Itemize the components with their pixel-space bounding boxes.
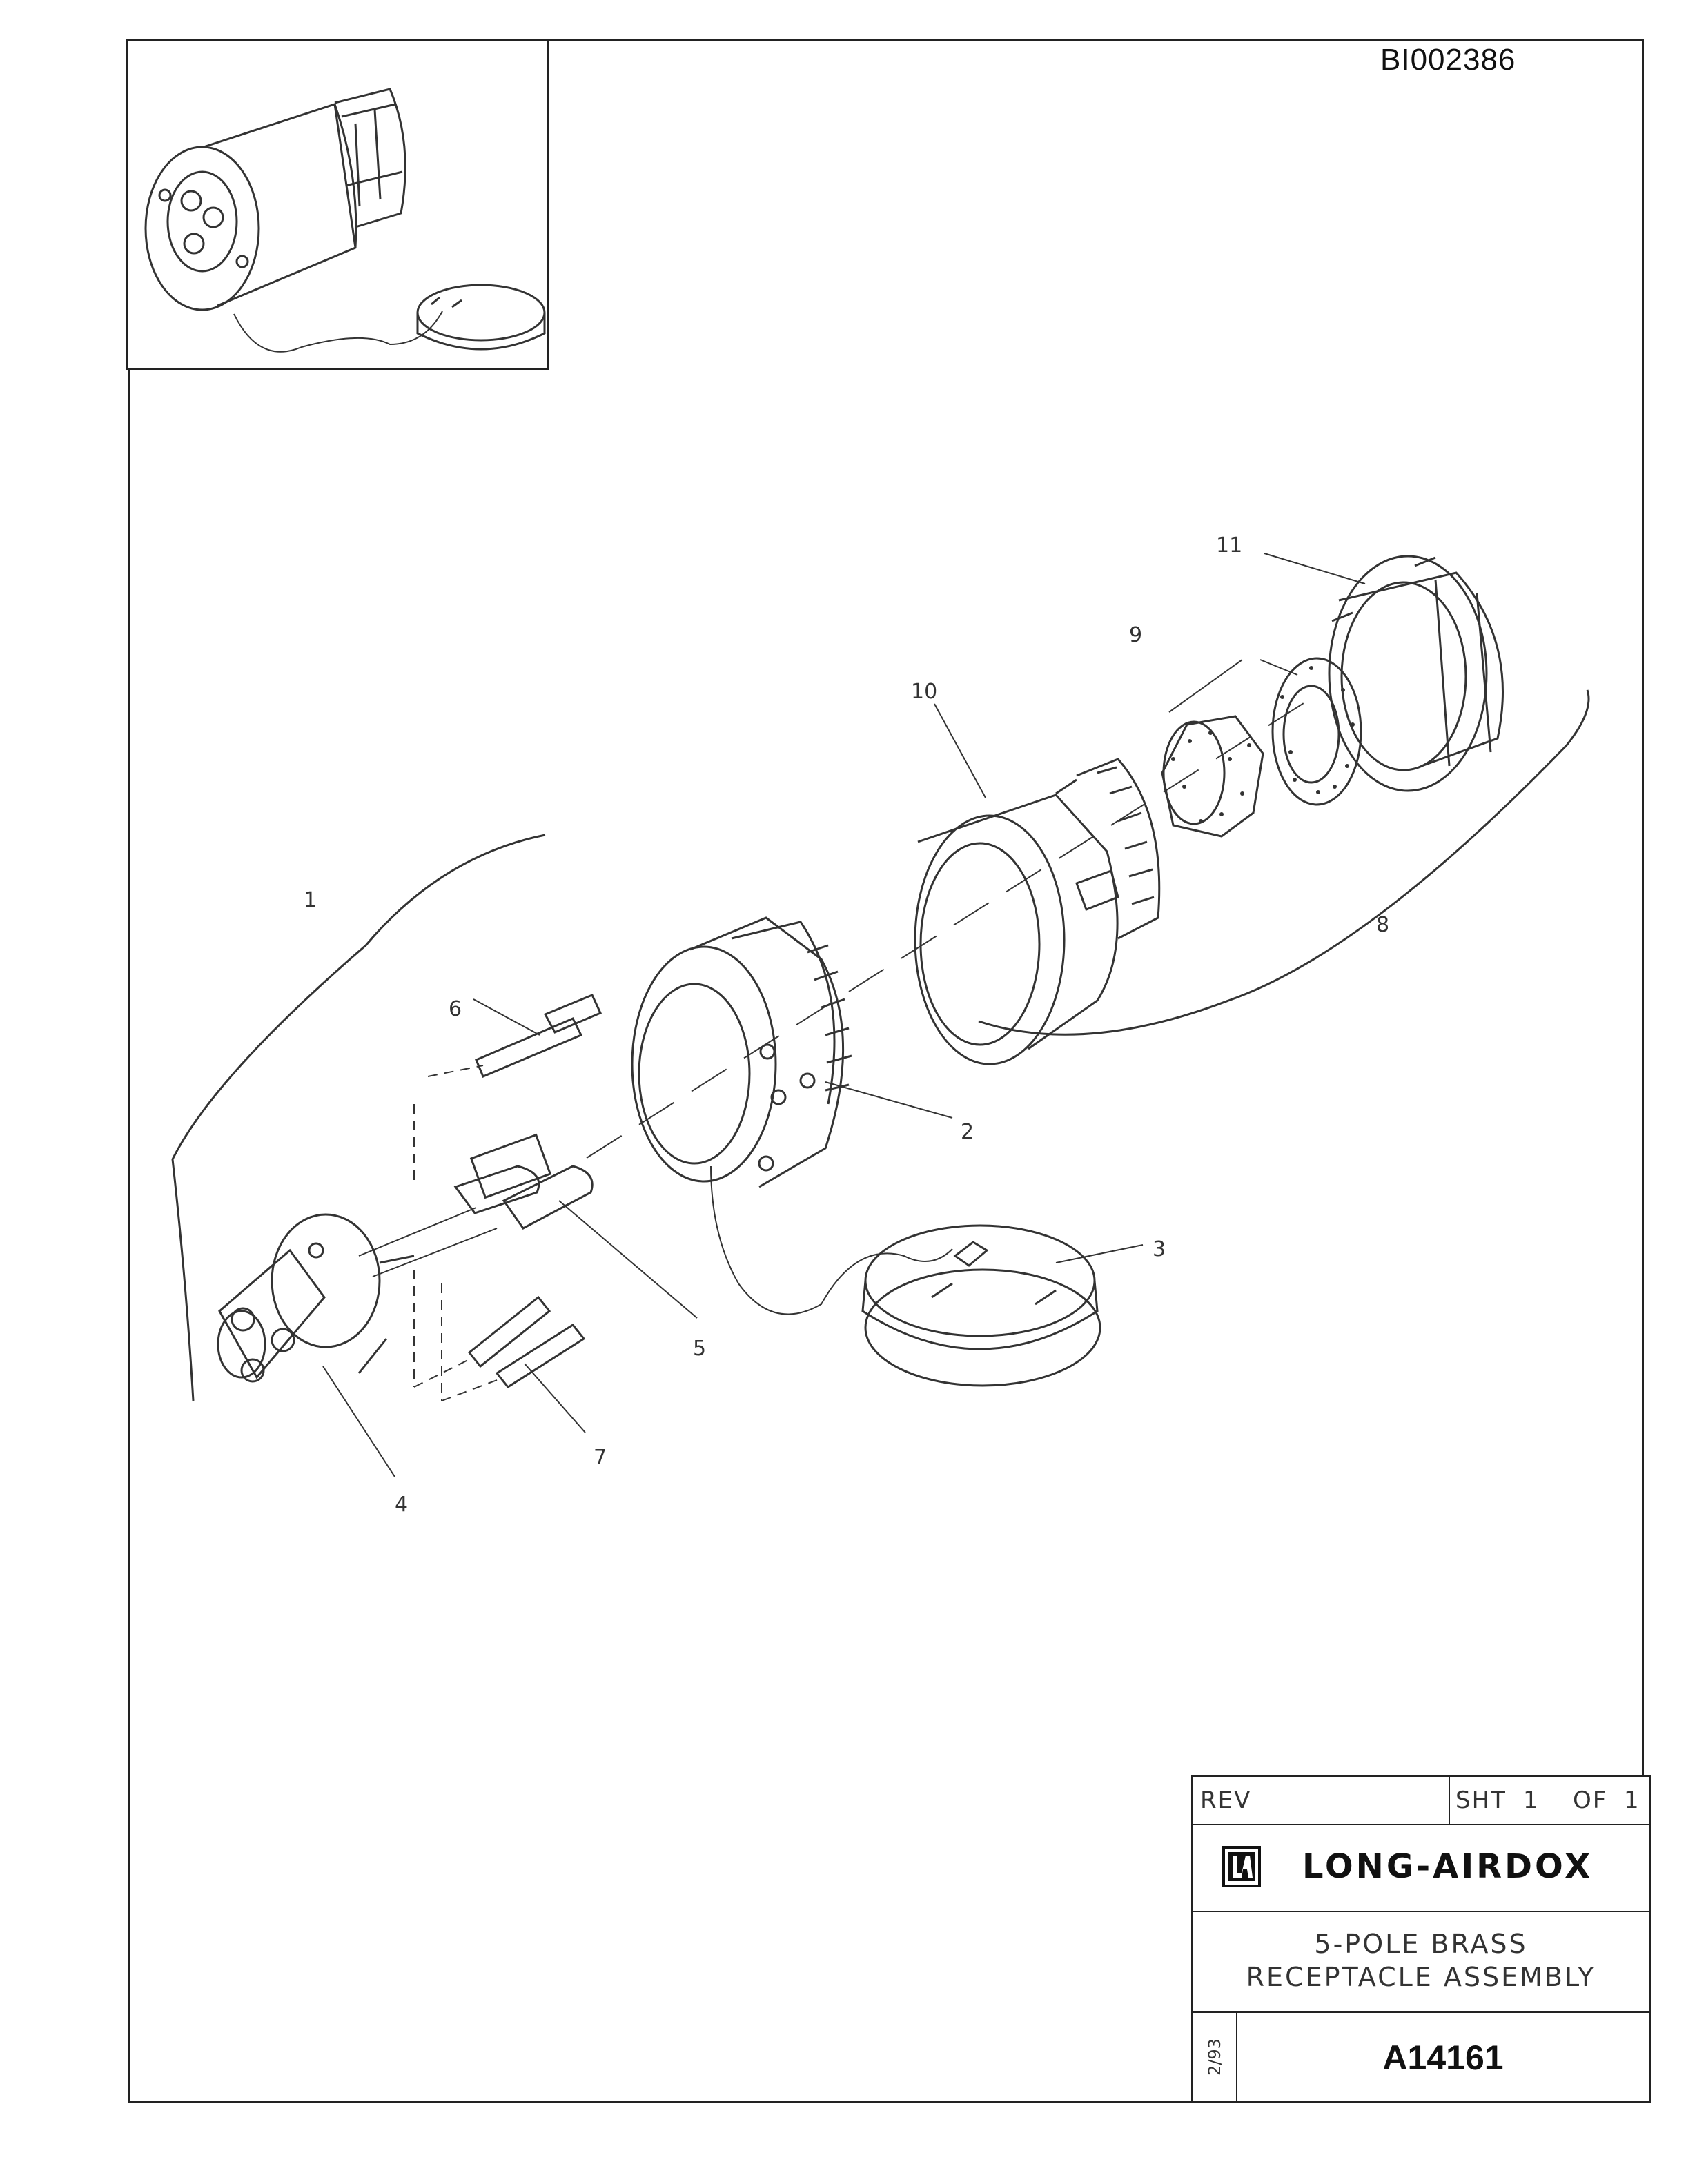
company-name: LONG-AIRDOX bbox=[1302, 1847, 1594, 1886]
grommet-texture bbox=[1171, 666, 1355, 823]
title-block-rev-row: REV SHT 1 OF 1 bbox=[1193, 1777, 1649, 1825]
drawing-frame bbox=[128, 39, 1644, 2103]
title-block-number-row: 2/93 A14161 bbox=[1193, 2013, 1649, 2101]
callout-3: 3 bbox=[1153, 1237, 1166, 1261]
callout-10: 10 bbox=[911, 680, 937, 704]
title-block: REV SHT 1 OF 1 LONG-AIRDOX 5-POLE BRASS … bbox=[1191, 1775, 1651, 2103]
part-9-grommets bbox=[1161, 657, 1362, 838]
drawing-title-line-2: RECEPTACLE ASSEMBLY bbox=[1246, 1962, 1596, 1992]
leader-lines bbox=[322, 553, 1366, 1477]
callout-6: 6 bbox=[449, 997, 462, 1021]
callout-7: 7 bbox=[594, 1446, 607, 1470]
company-logo-icon bbox=[1222, 1846, 1261, 1887]
title-block-logo-row: LONG-AIRDOX bbox=[1193, 1825, 1649, 1912]
part-3-dust-cap bbox=[861, 1224, 1101, 1387]
callout-5: 5 bbox=[693, 1337, 706, 1361]
inset-coupling-nut bbox=[334, 88, 406, 228]
assembly-axis-line bbox=[586, 698, 1312, 1159]
part-5-sockets bbox=[358, 1104, 594, 1277]
callout-1: 1 bbox=[304, 888, 317, 912]
document-id: BI002386 bbox=[1380, 43, 1516, 77]
cap-retaining-chain bbox=[710, 1165, 953, 1315]
of-label: OF bbox=[1573, 1787, 1608, 1814]
sheet-number: 1 bbox=[1523, 1787, 1540, 1814]
bracket-item-1 bbox=[171, 834, 546, 1401]
sheet-cell: SHT 1 OF 1 bbox=[1449, 1777, 1649, 1824]
part-6-pin bbox=[427, 994, 602, 1078]
callout-9: 9 bbox=[1129, 623, 1142, 647]
date-cell: 2/93 bbox=[1193, 2013, 1237, 2101]
rev-label: REV bbox=[1200, 1787, 1252, 1814]
part-2-housing bbox=[631, 916, 852, 1188]
title-block-title-row: 5-POLE BRASS RECEPTACLE ASSEMBLY bbox=[1193, 1912, 1649, 2013]
part-11-coupling-nut bbox=[1328, 555, 1504, 792]
drawing-title-line-1: 5-POLE BRASS bbox=[1314, 1929, 1528, 1959]
part-7-pins bbox=[413, 1270, 586, 1401]
drawing-number: A14161 bbox=[1382, 2038, 1504, 2077]
part-10-body bbox=[914, 758, 1161, 1065]
sheet-label: SHT bbox=[1455, 1787, 1507, 1814]
callout-4: 4 bbox=[395, 1493, 408, 1517]
inset-flange bbox=[144, 146, 260, 311]
part-4-insert bbox=[217, 1213, 415, 1383]
inset-body bbox=[203, 103, 357, 307]
callout-11: 11 bbox=[1216, 533, 1242, 558]
callout-8: 8 bbox=[1376, 913, 1389, 937]
drawing-date: 2/93 bbox=[1205, 2038, 1224, 2076]
callout-2: 2 bbox=[961, 1120, 974, 1144]
sheet-total: 1 bbox=[1624, 1787, 1640, 1814]
inset-socket-face bbox=[166, 170, 238, 273]
assembled-view-inset bbox=[126, 39, 549, 370]
inset-cap-chain bbox=[233, 311, 443, 353]
assembled-view-drawing bbox=[144, 88, 546, 353]
bracket-item-8 bbox=[978, 689, 1590, 1036]
